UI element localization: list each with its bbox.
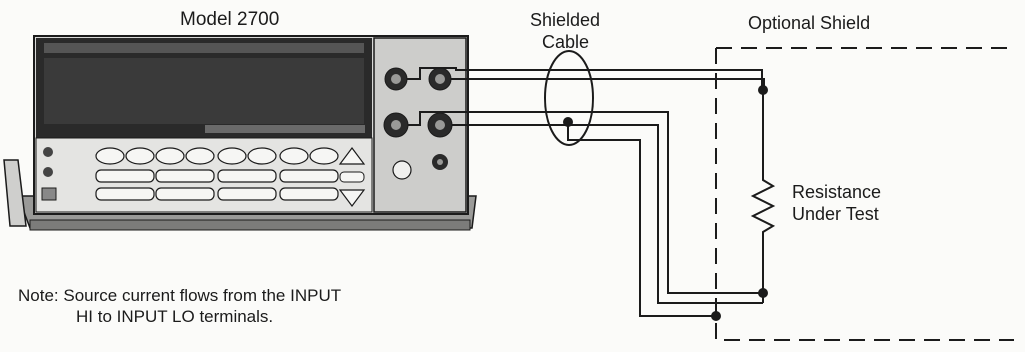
front-rear-switch [392, 160, 412, 180]
left-button-1 [43, 147, 53, 157]
note-line1: Note: Source current flows from the INPU… [18, 286, 342, 305]
left-button-2 [43, 167, 53, 177]
display-label-strip [205, 125, 365, 133]
input-terminals [383, 67, 453, 180]
node-lo [758, 288, 768, 298]
display-window [44, 58, 364, 124]
resistor-symbol [750, 168, 776, 240]
keypad-keys [95, 147, 339, 201]
wire-shield-drain [567, 122, 716, 317]
wire-sense-hi [407, 67, 763, 91]
instrument-title: Model 2700 [180, 9, 280, 30]
wire-input-hi [451, 78, 765, 91]
resistance-label-line2: Under Test [792, 204, 879, 224]
shielded-cable-label-line1: Shielded [530, 10, 601, 30]
shielded-cable-ellipse [544, 50, 594, 146]
range-up-arrow [338, 147, 366, 165]
wire-input-lo [452, 124, 763, 304]
instrument-foot-left [3, 159, 27, 227]
node-hi [758, 85, 768, 95]
wire-sense-lo [408, 111, 763, 294]
range-auto-key [339, 171, 365, 183]
optional-shield-label: Optional Shield [748, 13, 871, 33]
shielded-cable-label-line2: Cable [542, 32, 590, 52]
range-down-arrow [338, 189, 366, 207]
resistance-label-line1: Resistance [792, 182, 882, 202]
optional-shield-box [715, 47, 1014, 341]
power-switch [41, 187, 57, 201]
node-shield-box [711, 311, 721, 321]
instrument-base-rail [29, 219, 471, 231]
display-topstrip [44, 43, 364, 53]
note-line2: HI to INPUT LO terminals. [76, 307, 274, 326]
node-shield-cable [563, 117, 573, 127]
model-2700-instrument [3, 35, 477, 231]
